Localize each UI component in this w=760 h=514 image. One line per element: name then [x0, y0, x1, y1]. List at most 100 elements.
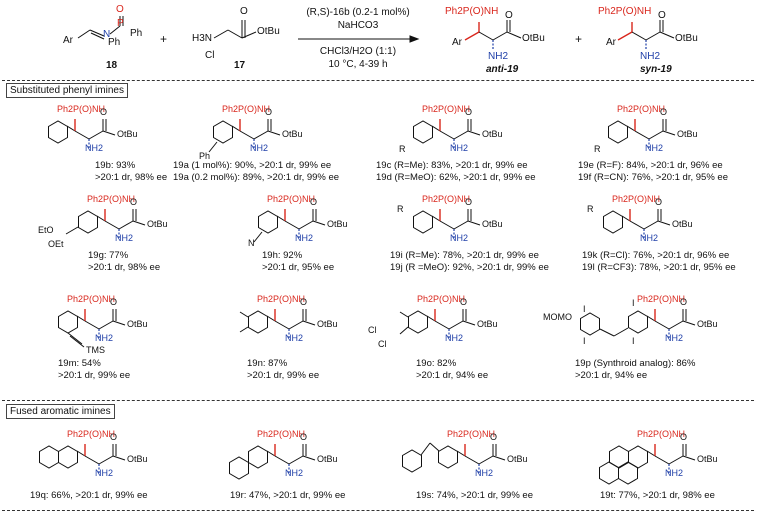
phosphinamide-label: Ph2P(O)NH — [637, 294, 686, 304]
compound-result-line: 19b: 93% — [95, 160, 136, 171]
structure-19r — [229, 444, 316, 480]
compound-result-line: 19o: 82% — [416, 358, 457, 369]
amine-label: NH2 — [295, 233, 314, 243]
compound-number: 18 — [106, 60, 118, 71]
tert-butoxy-label: OtBu — [697, 454, 718, 464]
amine-label: NH2 — [665, 333, 684, 343]
substituent-label: Cl — [368, 325, 377, 335]
phosphinamide-label: Ph2P(O)NH — [617, 104, 666, 114]
tert-butoxy-label: OtBu — [675, 33, 698, 44]
iodo-label: I — [583, 304, 586, 314]
oxygen-atom: O — [300, 297, 308, 307]
temperature-time-condition: 10 °C, 4-39 h — [328, 59, 388, 70]
iodo-label: I — [632, 336, 635, 346]
compound-result-line: 19c (R=Me): 83%, >20:1 dr, 99% ee — [376, 160, 528, 171]
tert-butoxy-label: OtBu — [697, 319, 718, 329]
catalyst-condition: (R,S)-16b (0.2-1 mol%) — [306, 7, 410, 18]
divider — [2, 510, 754, 511]
phosphinamide-label: Ph2P(O)NH — [637, 429, 686, 439]
oxygen-atom: O — [660, 107, 668, 117]
divider — [2, 400, 754, 401]
compound-result-line: 19r: 47%, >20:1 dr, 99% ee — [230, 490, 346, 501]
tert-butoxy-label: OtBu — [257, 26, 280, 37]
phosphinamide-label: Ph2P(O)NH — [57, 104, 106, 114]
tert-butoxy-label: OtBu — [127, 454, 148, 464]
compound-result-line: 19e (R=F): 84%, >20:1 dr, 96% ee — [578, 160, 723, 171]
compound-result-line: 19t: 77%, >20:1 dr, 98% ee — [600, 490, 715, 501]
phosphinamide-label: Ph2P(O)NH — [67, 429, 116, 439]
structure-19p — [580, 309, 696, 339]
compound-result-line: 19a (1 mol%): 90%, >20:1 dr, 99% ee — [173, 160, 332, 171]
oxygen-atom: O — [460, 297, 468, 307]
amine-label: NH2 — [115, 233, 134, 243]
structure-19m — [58, 309, 126, 348]
substituent-label: R — [587, 204, 594, 214]
phosphinamide-label: Ph2P(O)NH — [598, 6, 652, 17]
solvent-condition: CHCl3/H2O (1:1) — [319, 46, 397, 57]
structure-19a — [208, 119, 281, 153]
aryl-label: Ar — [63, 35, 73, 46]
structure-19c — [413, 119, 481, 149]
phosphinamide-label: Ph2P(O)NH — [447, 429, 496, 439]
compound-result-line: >20:1 dr, 94% ee — [575, 370, 648, 381]
tert-butoxy-label: OtBu — [672, 219, 693, 229]
phosphinamide-label: Ph2P(O)NH — [422, 194, 471, 204]
compound-result-line: 19h: 92% — [262, 250, 303, 261]
oxygen-atom: O — [490, 432, 498, 442]
compound-result-line: >20:1 dr, 94% ee — [416, 370, 489, 381]
compound-number: 17 — [234, 60, 246, 71]
compound-result-line: 19l (R=CF3): 78%, >20:1 dr, 95% ee — [582, 262, 736, 273]
phosphinamide-label: Ph2P(O)NH — [87, 194, 136, 204]
oxygen-atom: O — [680, 432, 688, 442]
compound-result-line: 19k (R=Cl): 76%, >20:1 dr, 96% ee — [582, 250, 730, 261]
tert-butoxy-label: OtBu — [477, 319, 498, 329]
plus-sign: + — [575, 32, 583, 46]
phosphinamide-label: Ph2P(O)NH — [612, 194, 661, 204]
oxygen-atom: O — [505, 10, 513, 21]
compound-result-line: 19n: 87% — [247, 358, 288, 369]
compound-result-line: 19a (0.2 mol%): 89%, >20:1 dr, 99% ee — [173, 172, 340, 183]
phosphinamide-label: Ph2P(O)NH — [267, 194, 316, 204]
substituent-label: Cl — [378, 339, 387, 349]
amine-label: NH2 — [445, 333, 464, 343]
oxygen-atom: O — [680, 297, 688, 307]
substituent-label: N — [248, 238, 255, 248]
structure-19n — [239, 309, 316, 339]
divider — [2, 80, 754, 81]
compound-result-line: 19s: 74%, >20:1 dr, 99% ee — [416, 490, 533, 501]
tert-butoxy-label: OtBu — [127, 319, 148, 329]
tert-butoxy-label: OtBu — [482, 219, 503, 229]
compound-result-line: 19j (R =MeO): 92%, >20:1 dr, 99% ee — [390, 262, 549, 273]
substituent-label: MOMO — [543, 312, 572, 322]
compound-number: syn-19 — [640, 64, 672, 75]
substituent-label: R — [399, 144, 406, 154]
section-heading-fused: Fused aromatic imines — [6, 404, 115, 419]
amine-label: NH2 — [645, 143, 664, 153]
phosphinamide-label: Ph2P(O)NH — [257, 294, 306, 304]
tert-butoxy-label: OtBu — [482, 129, 503, 139]
oxygen-atom: O — [465, 197, 473, 207]
iodo-label: I — [632, 298, 635, 308]
compound-result-line: 19d (R=MeO): 62%, >20:1 dr, 99% ee — [376, 172, 536, 183]
amine-label: NH2 — [85, 143, 104, 153]
phosphinamide-label: Ph2P(O)NH — [417, 294, 466, 304]
substituent-label: R — [397, 204, 404, 214]
oxygen-atom: O — [100, 107, 108, 117]
substituent-label: OEt — [48, 239, 64, 249]
compound-number: anti-19 — [486, 64, 519, 75]
compound-result-line: >20:1 dr, 98% ee — [88, 262, 161, 273]
structure-19s — [402, 442, 506, 474]
iodo-label: I — [583, 336, 586, 346]
ammonium-label: H3N — [192, 33, 213, 44]
amine-label: NH2 — [450, 143, 469, 153]
phosphinamide-label: Ph2P(O)NH — [422, 104, 471, 114]
oxygen-atom: O — [110, 432, 118, 442]
tert-butoxy-label: OtBu — [282, 129, 303, 139]
amine-label: NH2 — [285, 333, 304, 343]
glycine-ester-17-structure — [213, 20, 257, 39]
compound-result-line: >20:1 dr, 99% ee — [58, 370, 131, 381]
aryl-label: Ar — [606, 37, 616, 48]
tert-butoxy-label: OtBu — [677, 129, 698, 139]
oxygen-atom: O — [265, 107, 273, 117]
oxygen-atom: O — [465, 107, 473, 117]
